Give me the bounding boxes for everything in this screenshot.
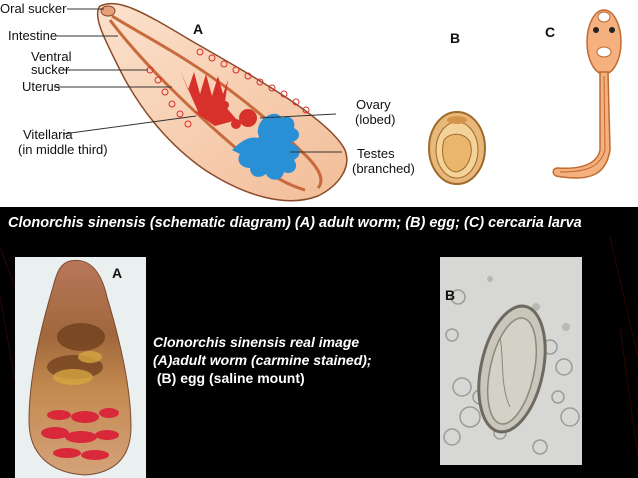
caption-photos-line-3: (B) egg (saline mount) bbox=[153, 370, 305, 386]
caption-photos: Clonorchis sinensis real image (A)adult … bbox=[153, 333, 372, 387]
photo-egg bbox=[440, 257, 582, 465]
label-ventral-sucker-2: sucker bbox=[31, 62, 70, 77]
caption-photos-line-2: (A)adult worm (carmine stained); bbox=[153, 352, 372, 368]
label-testes-2: (branched) bbox=[352, 161, 415, 176]
label-ovary-1: Ovary bbox=[356, 97, 391, 112]
panel-letter-a: A bbox=[193, 21, 204, 37]
adult-worm-diagram bbox=[54, 2, 622, 202]
label-ovary-2: (lobed) bbox=[355, 112, 396, 127]
photo-letter-a: A bbox=[112, 265, 123, 281]
photo-letter-b: B bbox=[445, 287, 456, 303]
panel-letter-b: B bbox=[450, 30, 461, 46]
label-testes-1: Testes bbox=[357, 146, 395, 161]
label-ventral-sucker-1: Ventral bbox=[31, 49, 72, 64]
label-vitellaria-2: (in middle third) bbox=[18, 142, 108, 157]
panel-letter-c: C bbox=[545, 24, 556, 40]
stained-worm-image bbox=[28, 259, 132, 476]
label-uterus: Uterus bbox=[22, 79, 61, 94]
egg-microscopy-image bbox=[443, 276, 580, 455]
label-intestine: Intestine bbox=[8, 28, 58, 43]
photo-adult-worm bbox=[15, 257, 146, 478]
caption-top: Clonorchis sinensis (schematic diagram) … bbox=[8, 215, 582, 231]
caption-photos-line-1: Clonorchis sinensis real image bbox=[153, 334, 360, 350]
label-vitellaria-1: Vitellaria bbox=[23, 127, 73, 142]
cercaria-diagram bbox=[552, 9, 622, 179]
egg-diagram bbox=[428, 111, 486, 185]
label-oral-sucker: Oral sucker bbox=[0, 1, 67, 16]
schematic-panel: Oral sucker Intestine Ventral sucker Ute… bbox=[0, 0, 638, 207]
